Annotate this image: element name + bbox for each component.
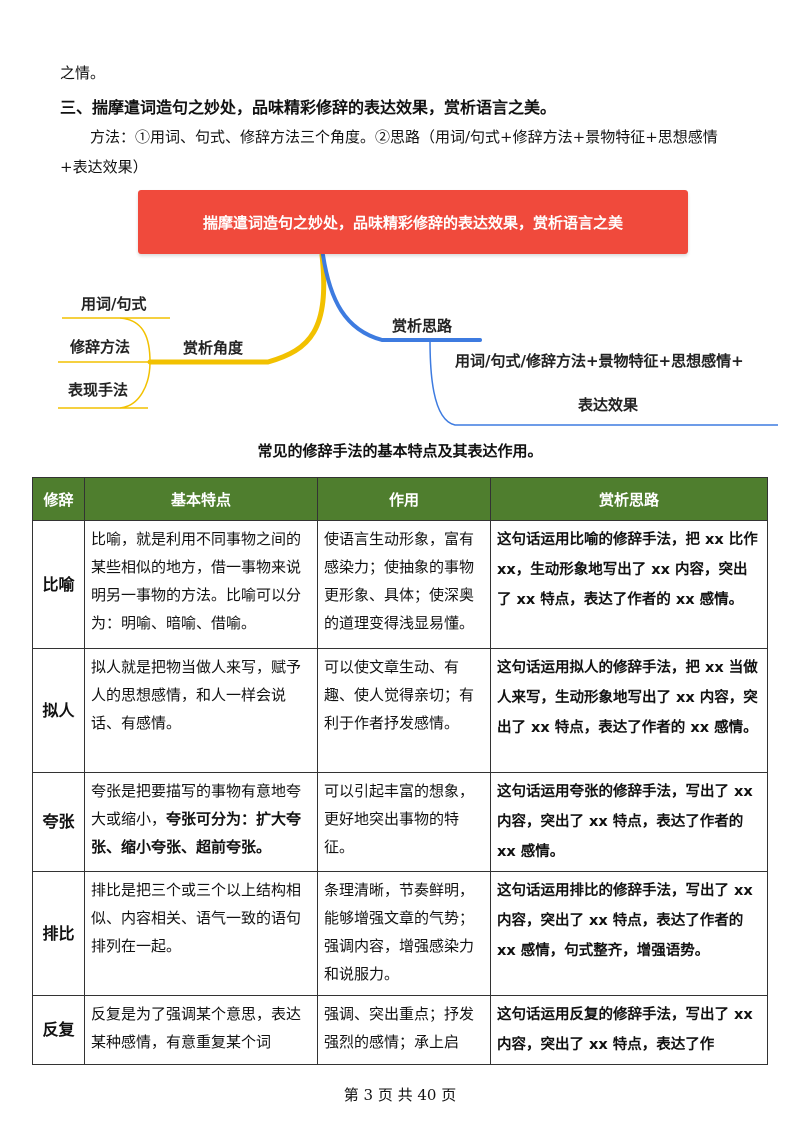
mindmap-left-item-3: 表现手法 (68, 381, 129, 399)
table-row: 反复 反复是为了强调某个意思，表达某种感情，有意重复某个词 强调、突出重点；抒发… (32, 995, 768, 1065)
table-row: 排比 排比是把三个或三个以上结构相似、内容相关、语气一致的语句排列在一起。 条理… (32, 871, 768, 996)
row-feature: 排比是把三个或三个以上结构相似、内容相关、语气一致的语句排列在一起。 (84, 871, 318, 996)
left-branch-curve (147, 252, 327, 365)
method-line-1: 方法：①用词、句式、修辞方法三个角度。②思路（用词/句式+修辞方法+景物特征+思… (90, 128, 718, 146)
row-feature: 夸张是把要描写的事物有意地夸大或缩小，夸张可分为：扩大夸张、缩小夸张、超前夸张。 (84, 772, 318, 872)
table-row: 拟人 拟人就是把物当做人来写，赋予人的思想感情，和人一样会说话、有感情。 可以使… (32, 648, 768, 773)
right-branch-curve (321, 253, 482, 342)
rhetoric-table: 修辞 基本特点 作用 赏析思路 比喻 比喻，就是利用不同事物之间的某些相似的地方… (32, 477, 768, 1065)
row-feature: 反复是为了强调某个意思，表达某种感情，有意重复某个词 (84, 995, 318, 1065)
mindmap-right-branch: 赏析思路 (392, 317, 453, 335)
top-fragment: 之情。 (60, 64, 106, 82)
row-name: 拟人 (32, 648, 85, 773)
mindmap-left-item-1: 用词/句式 (81, 295, 147, 313)
table-caption: 常见的修辞手法的基本特点及其表达作用。 (257, 442, 543, 460)
table-header-row: 修辞 基本特点 作用 赏析思路 (32, 477, 768, 521)
row-analysis: 这句话运用比喻的修辞手法，把 xx 比作 xx，生动形象地写出了 xx 内容，突… (490, 520, 768, 649)
mindmap-right-text-2: 表达效果 (578, 396, 639, 414)
row-effect: 可以使文章生动、有趣、使人觉得亲切；有利于作者抒发感情。 (317, 648, 491, 773)
row-feature: 比喻，就是利用不同事物之间的某些相似的地方，借一事物来说明另一事物的方法。比喻可… (84, 520, 318, 649)
right-leaf-connector (429, 339, 778, 426)
row-effect: 强调、突出重点；抒发强烈的感情；承上启 (317, 995, 491, 1065)
row-name: 比喻 (32, 520, 85, 649)
mindmap-left-branch: 赏析角度 (183, 339, 244, 357)
row-analysis: 这句话运用夸张的修辞手法，写出了 xx 内容，突出了 xx 特点，表达了作者的 … (490, 772, 768, 872)
row-effect: 使语言生动形象，富有感染力；使抽象的事物更形象、具体；使深奥的道理变得浅显易懂。 (317, 520, 491, 649)
mindmap-connectors (58, 252, 778, 426)
header-effect: 作用 (317, 477, 491, 521)
mindmap-right-text-1: 用词/句式/修辞方法+景物特征+思想感情+ (455, 352, 744, 370)
header-name: 修辞 (32, 477, 85, 521)
mindmap-title: 揣摩遣词造句之妙处，品味精彩修辞的表达效果，赏析语言之美 (138, 190, 688, 254)
mindmap-left-item-2: 修辞方法 (70, 338, 131, 356)
row-name: 排比 (32, 871, 85, 996)
row-feature-text: 夸张是把要描写的事物有意地夸大或缩小， (91, 782, 302, 828)
header-analysis: 赏析思路 (490, 477, 768, 521)
row-analysis: 这句话运用拟人的修辞手法，把 xx 当做人来写，生动形象地写出了 xx 内容，突… (490, 648, 768, 773)
row-feature: 拟人就是把物当做人来写，赋予人的思想感情，和人一样会说话、有感情。 (84, 648, 318, 773)
page-footer: 第 3 页 共 40 页 (343, 1086, 457, 1104)
row-effect: 条理清晰，节奏鲜明，能够增强文章的气势；强调内容，增强感染力和说服力。 (317, 871, 491, 996)
row-effect: 可以引起丰富的想象，更好地突出事物的特征。 (317, 772, 491, 872)
header-feature: 基本特点 (84, 477, 318, 521)
section-heading: 三、揣摩遣词造句之妙处，品味精彩修辞的表达效果，赏析语言之美。 (60, 98, 557, 117)
row-analysis: 这句话运用反复的修辞手法，写出了 xx 内容，突出了 xx 特点，表达了作 (490, 995, 768, 1065)
left-leaf-connector (119, 317, 151, 409)
method-line-2: +表达效果） (60, 158, 148, 176)
table-row: 比喻 比喻，就是利用不同事物之间的某些相似的地方，借一事物来说明另一事物的方法。… (32, 520, 768, 649)
table-row: 夸张 夸张是把要描写的事物有意地夸大或缩小，夸张可分为：扩大夸张、缩小夸张、超前… (32, 772, 768, 872)
row-name: 反复 (32, 995, 85, 1065)
row-analysis: 这句话运用排比的修辞手法，写出了 xx 内容，突出了 xx 特点，表达了作者的 … (490, 871, 768, 996)
row-name: 夸张 (32, 772, 85, 872)
row-feature-bold: 夸张可分为：扩大夸张、缩小夸张、超前夸张。 (91, 810, 302, 856)
